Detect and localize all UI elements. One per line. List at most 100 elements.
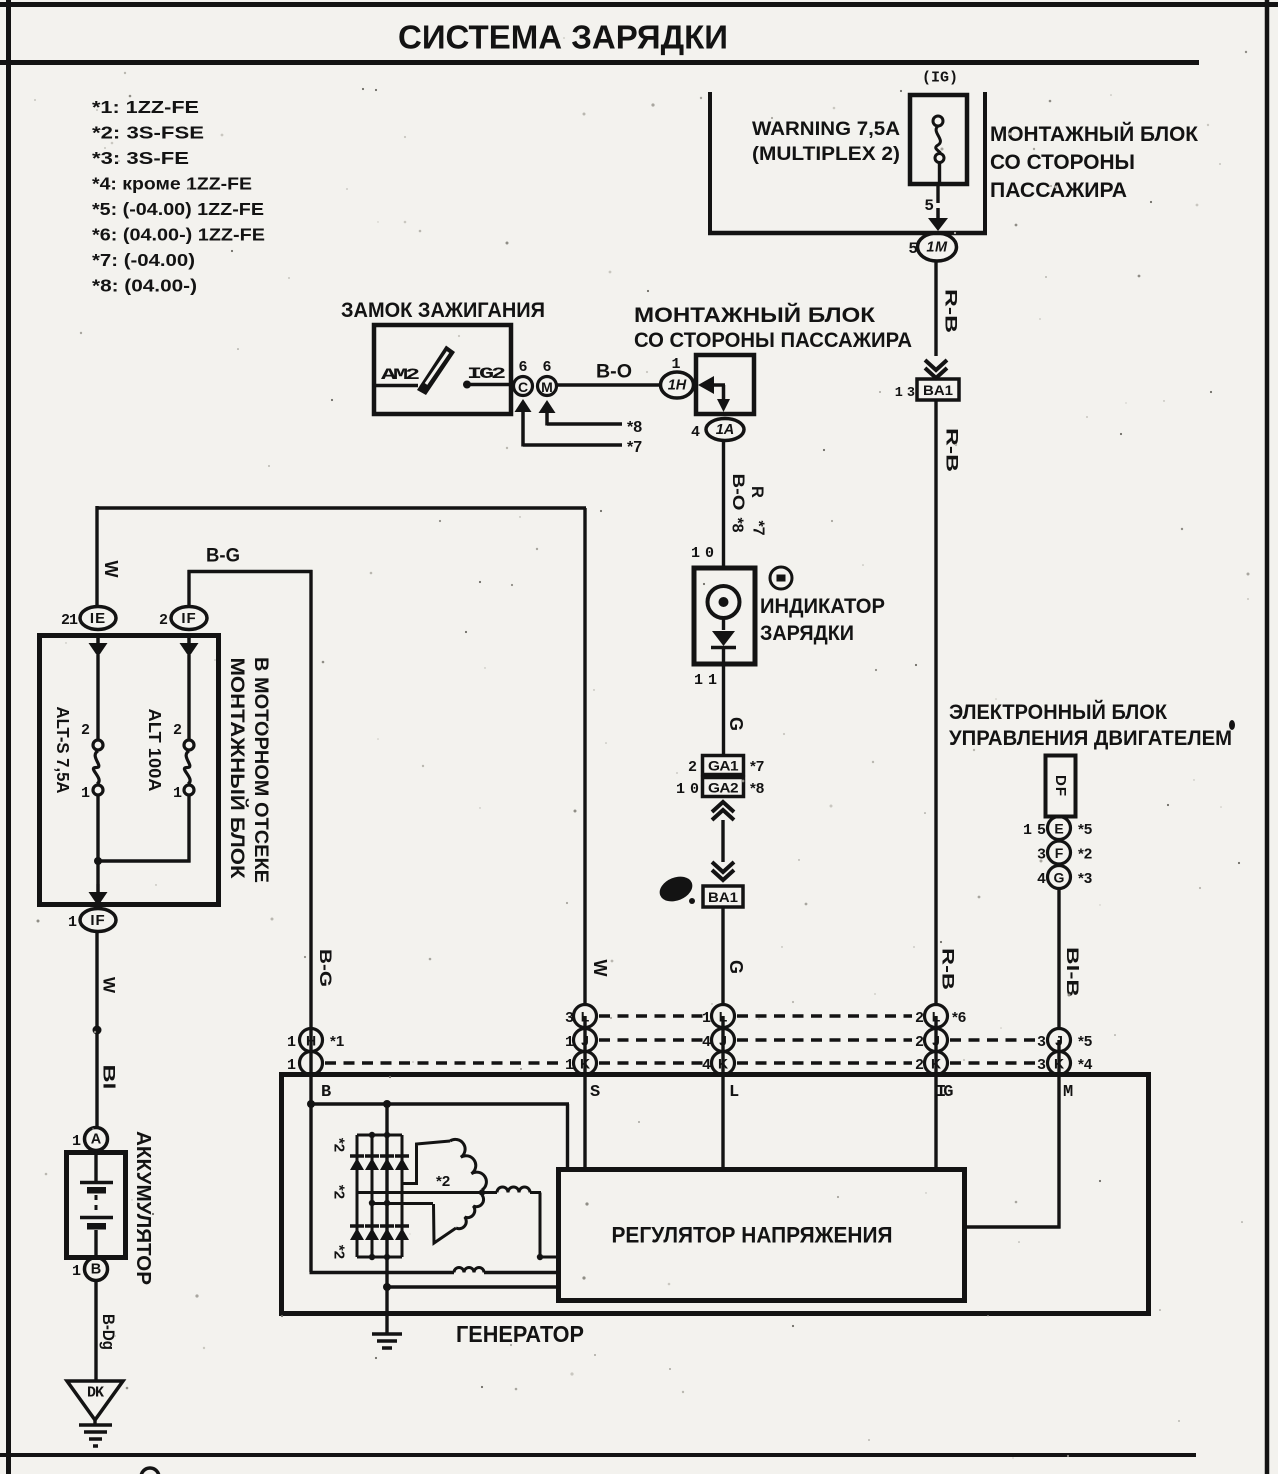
svg-text:*7: *7	[750, 758, 764, 775]
svg-text:СИСТЕМА ЗАРЯДКИ: СИСТЕМА ЗАРЯДКИ	[398, 19, 728, 56]
svg-text:WARNING 7,5A: WARNING 7,5A	[752, 119, 900, 140]
svg-text:1A: 1A	[716, 422, 735, 438]
svg-text:*6: (04.00-) 1ZZ-FE: *6: (04.00-) 1ZZ-FE	[92, 225, 265, 245]
svg-text:*1: *1	[330, 1033, 344, 1050]
svg-text:ИНДИКАТОР: ИНДИКАТОР	[760, 594, 885, 618]
svg-text:G: G	[726, 960, 746, 974]
svg-text:1: 1	[565, 1034, 574, 1051]
svg-text:A: A	[91, 1132, 102, 1148]
svg-text:1: 1	[671, 356, 680, 373]
svg-text:СО СТОРОНЫ ПАССАЖИРА: СО СТОРОНЫ ПАССАЖИРА	[634, 328, 912, 352]
svg-text:5: 5	[908, 240, 918, 258]
svg-text:2: 2	[159, 612, 168, 629]
svg-text:2: 2	[915, 1010, 924, 1027]
svg-text:*8: (04.00-): *8: (04.00-)	[92, 276, 197, 296]
svg-text:ЗАМОК ЗАЖИГАНИЯ: ЗАМОК ЗАЖИГАНИЯ	[341, 298, 545, 322]
svg-text:R-B: R-B	[942, 289, 961, 333]
svg-text:*2: *2	[1078, 846, 1092, 863]
svg-text:1 3: 1 3	[895, 386, 915, 401]
svg-text:*2: *2	[331, 1185, 348, 1199]
svg-text:*8: *8	[627, 419, 642, 436]
svg-text:6: 6	[518, 359, 527, 376]
svg-text:AM2: AM2	[381, 366, 419, 384]
svg-text:*7: *7	[627, 439, 642, 456]
svg-text:*4: кроме 1ZZ-FE: *4: кроме 1ZZ-FE	[92, 174, 252, 194]
svg-text:C: C	[518, 379, 528, 395]
svg-text:G: G	[1054, 870, 1065, 886]
svg-text:21: 21	[61, 612, 78, 629]
svg-text:IG: IG	[936, 1083, 953, 1102]
svg-text:3: 3	[1037, 1034, 1046, 1051]
svg-text:МОНТАЖНЫЙ БЛОК: МОНТАЖНЫЙ БЛОК	[634, 302, 876, 327]
svg-text:ALT 100A: ALT 100A	[145, 709, 165, 792]
svg-text:Bl: Bl	[100, 1065, 119, 1090]
svg-text:*1: 1ZZ-FE: *1: 1ZZ-FE	[92, 97, 199, 117]
svg-text:B-O: B-O	[596, 362, 632, 383]
svg-text:1: 1	[702, 1010, 711, 1027]
svg-text:IG2: IG2	[467, 365, 505, 383]
svg-text:1 5: 1 5	[1023, 822, 1046, 839]
svg-text:DK: DK	[87, 1385, 104, 1402]
svg-text:УПРАВЛЕНИЯ ДВИГАТЕЛЕМ: УПРАВЛЕНИЯ ДВИГАТЕЛЕМ	[949, 727, 1232, 750]
svg-text:*3: 3S-FE: *3: 3S-FE	[92, 148, 189, 168]
svg-text:3: 3	[1037, 1057, 1046, 1074]
svg-text:IE: IE	[90, 610, 106, 627]
svg-text:B-Dg: B-Dg	[99, 1314, 117, 1350]
svg-text:1M: 1M	[926, 240, 948, 256]
svg-text:*4: *4	[1078, 1056, 1093, 1073]
svg-text:B: B	[321, 1083, 331, 1102]
svg-text:3: 3	[1037, 847, 1046, 864]
svg-text:Bl-B: Bl-B	[1063, 947, 1081, 997]
svg-text:B-G: B-G	[316, 949, 334, 987]
svg-text:1 0: 1 0	[676, 781, 699, 798]
svg-text:1: 1	[81, 785, 90, 802]
svg-text:*2: *2	[436, 1173, 450, 1190]
svg-text:*7: *7	[750, 520, 767, 535]
svg-text:GA2: GA2	[708, 780, 739, 796]
svg-text:M: M	[1063, 1083, 1073, 1102]
svg-text:ALT-S 7,5A: ALT-S 7,5A	[53, 707, 73, 794]
svg-text:BA1: BA1	[708, 889, 738, 905]
svg-text:4: 4	[1037, 871, 1046, 888]
svg-text:(IG): (IG)	[922, 70, 958, 87]
svg-text:GA1: GA1	[708, 758, 739, 774]
svg-text:DF: DF	[1052, 775, 1069, 797]
svg-text:ПАССАЖИРА: ПАССАЖИРА	[990, 179, 1127, 202]
svg-text:ГЕНЕРАТОР: ГЕНЕРАТОР	[456, 1321, 584, 1347]
svg-text:B-G: B-G	[206, 546, 240, 567]
svg-text:*7: (-04.00): *7: (-04.00)	[92, 250, 195, 270]
svg-text:W: W	[100, 977, 119, 994]
svg-text:R: R	[748, 486, 766, 498]
svg-text:4: 4	[702, 1057, 711, 1074]
svg-text:IF: IF	[90, 912, 105, 929]
svg-text:M: M	[541, 379, 553, 395]
svg-text:1: 1	[287, 1034, 296, 1051]
svg-text:2: 2	[81, 722, 90, 739]
svg-text:*2: *2	[331, 1245, 348, 1259]
svg-text:1H: 1H	[668, 378, 687, 394]
svg-text:3: 3	[565, 1010, 574, 1027]
svg-text:G: G	[726, 717, 746, 731]
svg-text:2: 2	[688, 759, 697, 776]
svg-text:IF: IF	[181, 610, 196, 627]
svg-text:*6: *6	[952, 1009, 966, 1026]
svg-text:(MULTIPLEX 2): (MULTIPLEX 2)	[752, 144, 900, 165]
svg-text:W: W	[590, 960, 610, 977]
svg-text:1: 1	[72, 1263, 81, 1280]
svg-text:*5: *5	[1078, 821, 1092, 838]
svg-text:5: 5	[924, 197, 934, 215]
svg-text:В МОТОРНОМ ОТСЕКЕ: В МОТОРНОМ ОТСЕКЕ	[250, 657, 272, 883]
svg-text:R-B: R-B	[943, 428, 962, 472]
svg-text:*8: *8	[750, 780, 764, 797]
svg-text:2: 2	[915, 1034, 924, 1051]
svg-text:1: 1	[565, 1057, 574, 1074]
svg-text:R-B: R-B	[939, 948, 958, 990]
svg-text:*5: *5	[1078, 1033, 1092, 1050]
svg-text:S: S	[590, 1083, 600, 1102]
svg-text:1: 1	[173, 785, 182, 802]
svg-text:СО СТОРОНЫ: СО СТОРОНЫ	[990, 151, 1135, 174]
svg-text:6: 6	[542, 359, 551, 376]
svg-text:МОНТАЖНЫЙ БЛОК: МОНТАЖНЫЙ БЛОК	[226, 658, 250, 879]
svg-text:BA1: BA1	[923, 382, 953, 398]
svg-text:E: E	[1054, 821, 1063, 837]
